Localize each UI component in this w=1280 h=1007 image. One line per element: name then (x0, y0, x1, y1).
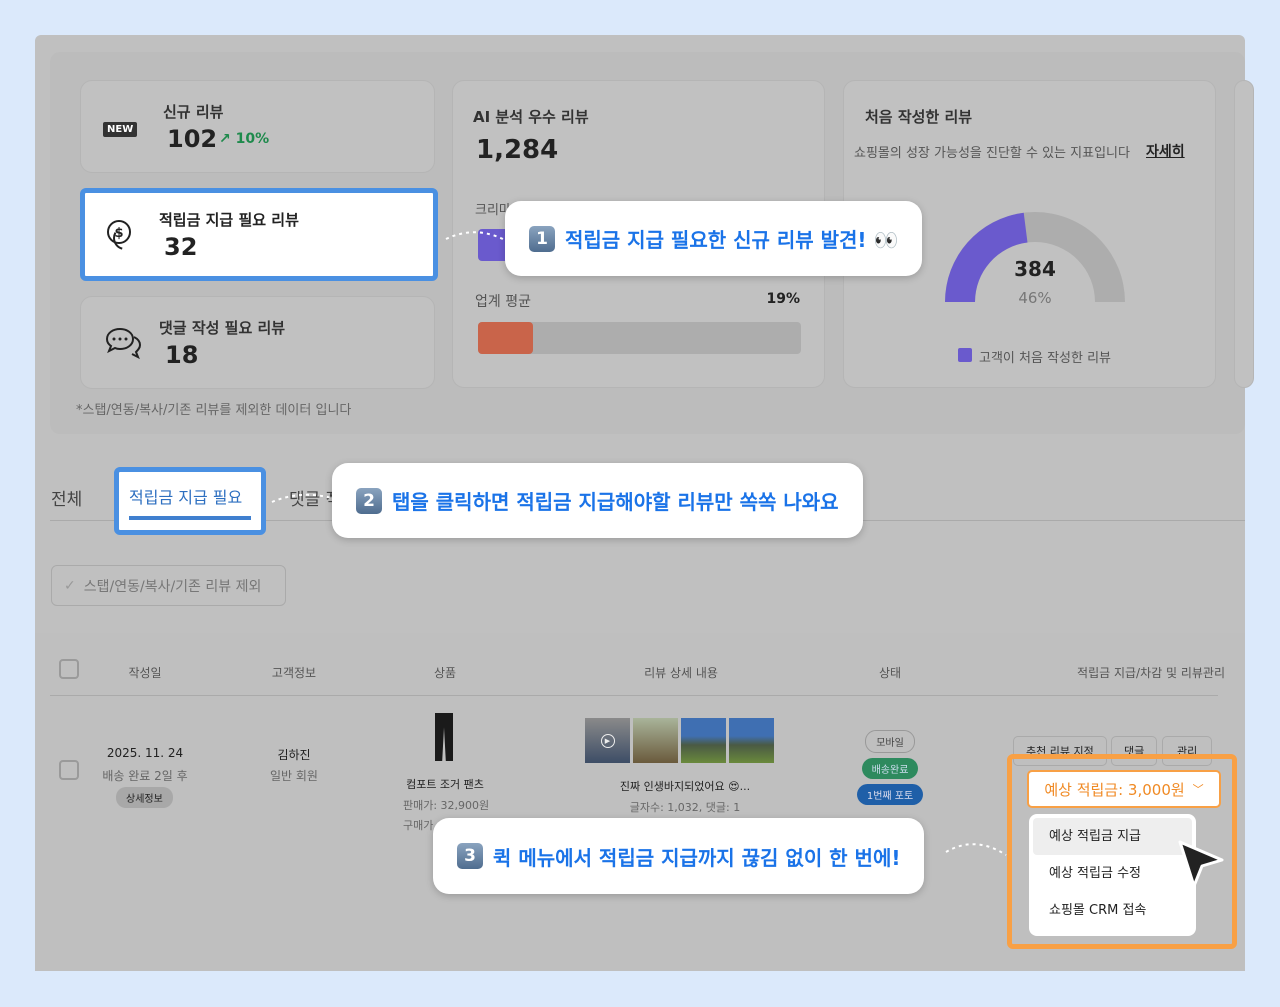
status-badge-mobile: 모바일 (865, 730, 915, 753)
header-product: 상품 (433, 666, 457, 680)
tab-reward-needed[interactable]: 적립금 지급 필요 (114, 467, 266, 535)
industry-bar-fill (478, 322, 533, 354)
callout-1: 1 적립금 지급 필요한 신규 리뷰 발견! 👀 (505, 201, 923, 276)
reward-needed-label: 적립금 지급 필요 리뷰 (159, 211, 299, 229)
select-all-checkbox[interactable] (59, 659, 79, 679)
cursor-icon (1178, 840, 1224, 888)
ai-review-label: AI 분석 우수 리뷰 (473, 108, 589, 126)
detail-info-button[interactable]: 상세정보 (116, 787, 173, 808)
menu-item-crm[interactable]: 쇼핑몰 CRM 접속 (1049, 903, 1147, 918)
number-badge-3: 3 (457, 843, 483, 869)
reward-needed-value: 32 (164, 233, 198, 261)
callout-3-text: 퀵 메뉴에서 적립금 지급까지 끊김 없이 한 번에! (493, 845, 901, 870)
chat-bubbles-icon (103, 325, 143, 365)
row-review-text[interactable]: 진짜 인생바지되었어요 😍... (619, 780, 751, 793)
tab-reward-needed-label: 적립금 지급 필요 (129, 488, 243, 507)
row-grade: 일반 회원 (270, 769, 318, 783)
tab-all[interactable]: 전체 (51, 490, 83, 510)
header-review: 리뷰 상세 내용 (644, 666, 718, 680)
reward-menu: 예상 적립금 지급 예상 적립금 수정 쇼핑몰 CRM 접속 (1029, 814, 1196, 936)
menu-item-pay-reward[interactable]: 예상 적립금 지급 (1033, 818, 1192, 855)
row-date: 2025. 11. 24 (106, 746, 184, 760)
legend-swatch (958, 348, 972, 362)
first-review-percent: 46% (1018, 289, 1052, 307)
reward-dropdown[interactable]: 예상 적립금: 3,000원 ﹀ (1027, 770, 1221, 808)
next-card-partial (1234, 80, 1254, 388)
first-review-label: 처음 작성한 리뷰 (865, 108, 973, 126)
row-delivery: 배송 완료 2일 후 (102, 769, 188, 783)
new-review-change: ↗ 10% (219, 131, 270, 147)
tab-active-underline (129, 516, 251, 520)
tab-reply-needed[interactable]: 댓글 작 (289, 490, 342, 510)
reply-needed-card[interactable]: 댓글 작성 필요 리뷰 18 (80, 296, 435, 389)
photo-thumbnail[interactable] (633, 718, 678, 763)
first-review-desc: 쇼핑몰의 성장 가능성을 진단할 수 있는 지표입니다 (854, 146, 1130, 161)
row-checkbox[interactable] (59, 760, 79, 780)
status-badges: 모바일 배송완료 1번째 포토 (835, 730, 945, 805)
new-badge: NEW (103, 122, 138, 137)
stats-footnote: *스탭/연동/복사/기존 리뷰를 제외한 데이터 입니다 (76, 403, 352, 418)
reply-needed-value: 18 (165, 341, 199, 369)
header-customer: 고객정보 (271, 666, 317, 680)
exclude-filter-label: 스탭/연동/복사/기존 리뷰 제외 (83, 578, 262, 595)
legend-label: 고객이 처음 작성한 리뷰 (979, 351, 1111, 366)
industry-value: 19% (766, 291, 800, 307)
callout-2-text: 탭을 클릭하면 적립금 지급해야할 리뷰만 쏙쏙 나와요 (392, 490, 839, 514)
callout-2: 2 탭을 클릭하면 적립금 지급해야할 리뷰만 쏙쏙 나와요 (332, 463, 863, 538)
number-badge-2: 2 (356, 487, 382, 514)
exclude-filter-checkbox[interactable]: ✓ 스탭/연동/복사/기존 리뷰 제외 (51, 565, 286, 606)
first-review-gauge (945, 212, 1125, 302)
row-price: 판매가: 32,900원 (403, 799, 490, 812)
callout-3: 3 퀵 메뉴에서 적립금 지급까지 끊김 없이 한 번에! (433, 818, 925, 894)
photo-thumbnail[interactable] (681, 718, 726, 763)
new-review-card[interactable]: NEW 신규 리뷰 102 ↗ 10% (80, 80, 435, 173)
row-customer: 김하진 (277, 748, 311, 762)
svg-text:$: $ (114, 226, 123, 241)
industry-bar-track (478, 322, 801, 354)
status-badge-delivered: 배송완료 (861, 758, 919, 779)
reward-needed-card[interactable]: $ 적립금 지급 필요 리뷰 32 (80, 188, 438, 281)
chevron-down-icon: ﹀ (1192, 783, 1204, 796)
row-product-name[interactable]: 컴포트 조거 팬츠 (406, 778, 484, 791)
connector-2 (271, 493, 333, 503)
reply-needed-label: 댓글 작성 필요 리뷰 (159, 319, 286, 337)
gauge-fill (945, 212, 1028, 302)
header-status: 상태 (878, 666, 902, 680)
reward-dropdown-label: 예상 적립금: 3,000원 (1044, 780, 1185, 799)
new-review-value: 102 (167, 125, 218, 153)
review-media[interactable]: ▶ (585, 718, 774, 763)
play-icon: ▶ (600, 733, 615, 748)
number-badge-1: 1 (529, 225, 555, 252)
industry-label: 업계 평균 (475, 294, 531, 310)
menu-item-edit-reward[interactable]: 예상 적립금 수정 (1049, 866, 1141, 881)
row-review-meta: 글자수: 1,032, 댓글: 1 (629, 801, 741, 814)
row-purchase: 구매가 (403, 819, 434, 832)
photo-thumbnail[interactable] (729, 718, 774, 763)
quick-menu-highlight (1007, 754, 1237, 949)
connector-3 (945, 843, 1007, 856)
header-divider (50, 695, 1218, 696)
video-thumbnail[interactable]: ▶ (585, 718, 630, 763)
connector-1 (445, 231, 506, 241)
ai-review-value: 1,284 (476, 135, 559, 165)
callout-1-text: 적립금 지급 필요한 신규 리뷰 발견! 👀 (565, 228, 899, 252)
check-icon: ✓ (64, 577, 76, 594)
header-actions: 적립금 지급/차감 및 리뷰관리 (1077, 666, 1225, 680)
header-date: 작성일 (128, 666, 162, 680)
crema-label: 크리마 (475, 203, 511, 218)
first-review-value: 384 (1014, 257, 1056, 281)
details-link[interactable]: 자세히 (1146, 144, 1185, 160)
status-badge-photo: 1번째 포토 (856, 784, 924, 805)
new-review-label: 신규 리뷰 (163, 103, 224, 121)
coin-icon: $ (105, 217, 141, 259)
